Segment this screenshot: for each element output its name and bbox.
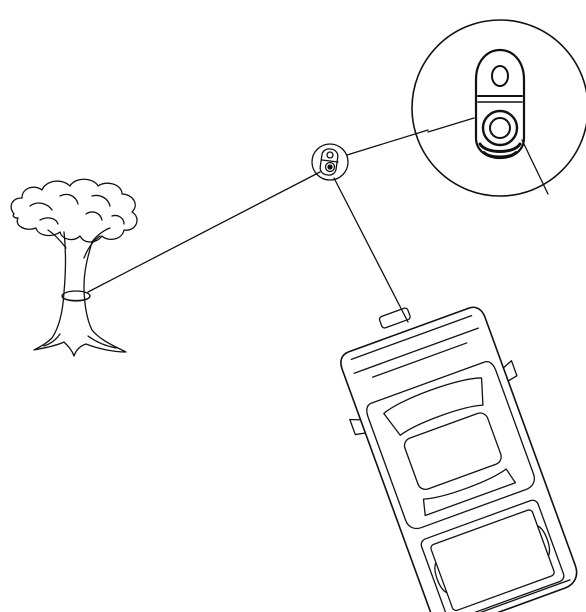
truck-icon	[340, 306, 578, 612]
winch-cable-vehicle-segment	[333, 177, 409, 323]
magnifier-leader-line	[346, 129, 429, 156]
magnifier-icon	[411, 19, 586, 197]
pulley-icon	[311, 143, 349, 181]
strap-icon	[61, 290, 91, 302]
tree-icon	[10, 178, 138, 357]
winch-cable-tree-segment	[87, 171, 321, 293]
